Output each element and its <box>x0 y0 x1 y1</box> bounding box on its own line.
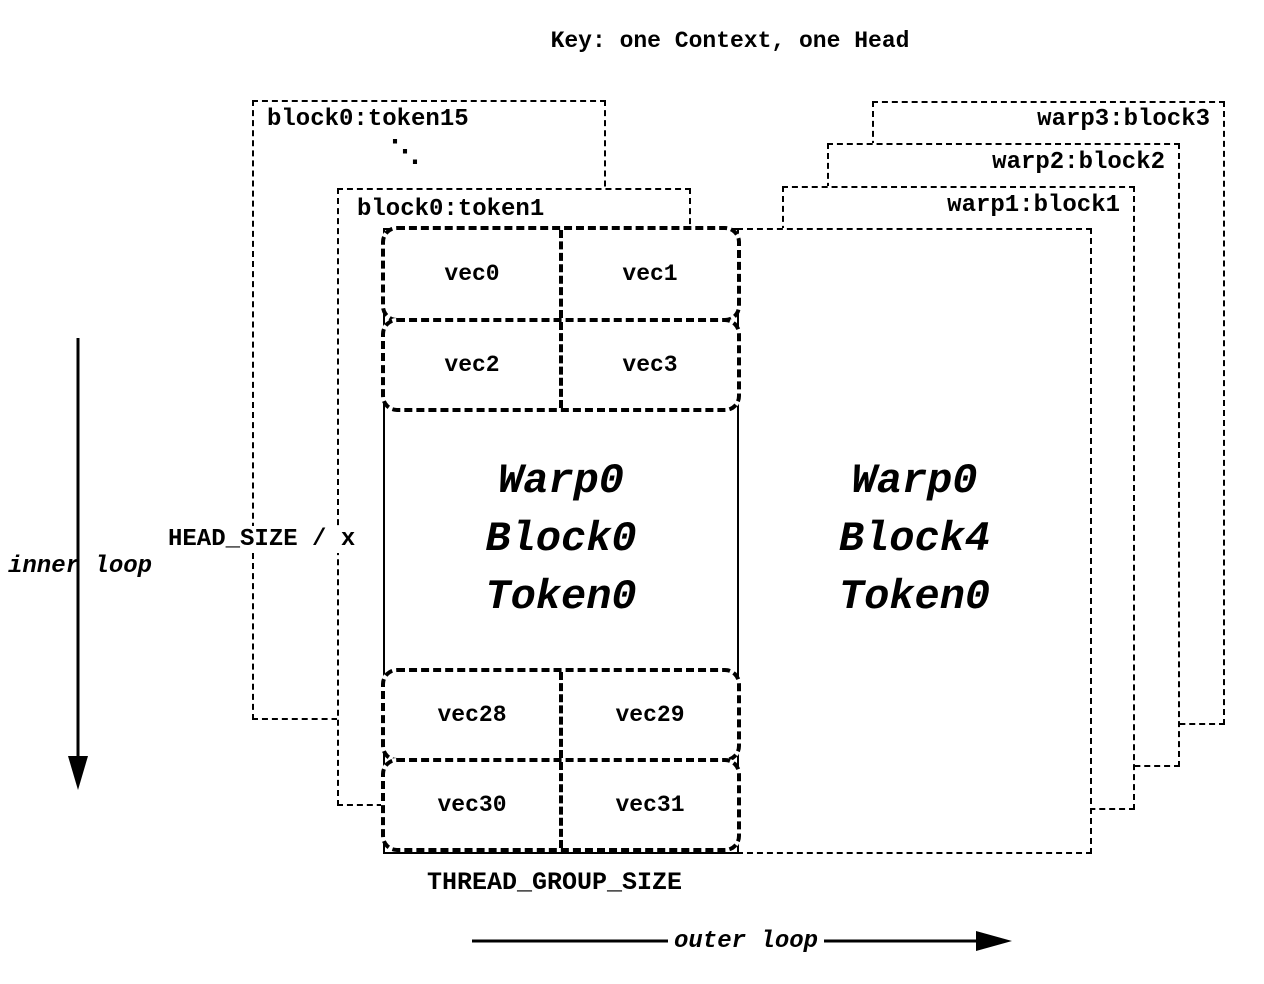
vec-cell-vec2: vec2 <box>385 322 563 408</box>
card-label-warp1-block1: warp1:block1 <box>947 192 1120 219</box>
vec-cell-vec1: vec1 <box>622 261 678 287</box>
vec-cell-vec29: vec29 <box>615 702 685 728</box>
right-block-label: Warp0 Block4 Token0 <box>737 452 1092 626</box>
vec-row-0: vec0 vec1 <box>381 226 741 322</box>
vec-cell-vec31: vec31 <box>615 792 685 818</box>
ellipsis-dots: ⋱ <box>390 137 423 171</box>
main-block-label-line3: Token0 <box>485 573 637 621</box>
right-block-label-line1: Warp0 <box>851 457 978 505</box>
inner-loop-arrow <box>68 338 88 790</box>
vec-cell-vec0: vec0 <box>385 230 563 318</box>
card-label-warp3-block3: warp3:block3 <box>1037 106 1210 133</box>
diagram-title: Key: one Context, one Head <box>550 28 910 54</box>
right-block-label-line3: Token0 <box>838 573 991 621</box>
card-label-block0-token1: block0:token1 <box>357 196 545 223</box>
vec-cell-vec28: vec28 <box>385 672 563 758</box>
vec-row-15: vec30 vec31 <box>381 758 741 852</box>
card-label-warp2-block2: warp2:block2 <box>992 149 1165 176</box>
main-block-label-line1: Warp0 <box>497 457 625 505</box>
outer-loop-label: outer loop <box>668 928 825 955</box>
right-block-label-line2: Block4 <box>838 515 991 563</box>
vec-cell-vec3: vec3 <box>622 352 678 378</box>
main-block-label-line2: Block0 <box>485 515 637 563</box>
head-size-label: HEAD_SIZE / x <box>165 526 359 553</box>
vec-cell-vec30: vec30 <box>385 762 563 848</box>
inner-loop-label: inner loop <box>8 553 153 580</box>
vec-row-14: vec28 vec29 <box>381 668 741 762</box>
card-label-block0-token15: block0:token15 <box>267 106 469 133</box>
vec-row-1: vec2 vec3 <box>381 318 741 412</box>
thread-group-size-label: THREAD_GROUP_SIZE <box>427 868 683 897</box>
main-block-label: Warp0 Block0 Token0 <box>383 452 739 626</box>
